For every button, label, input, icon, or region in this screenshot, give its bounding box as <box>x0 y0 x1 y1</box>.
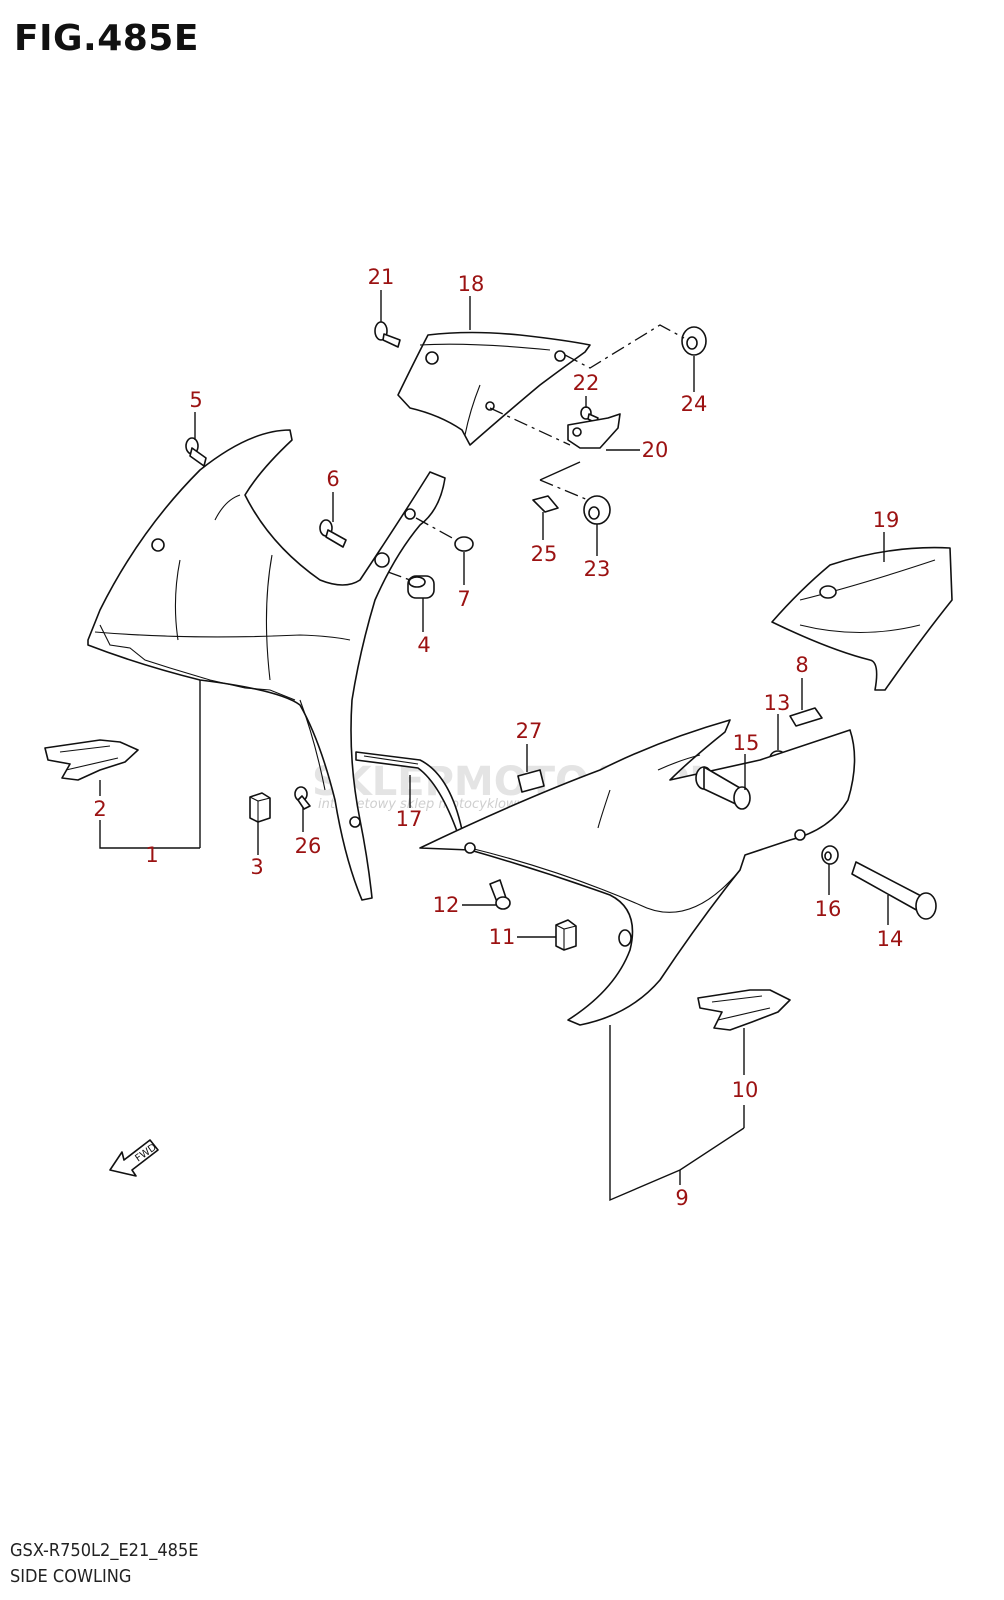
callout-15: 15 <box>733 731 760 755</box>
part-25-pad[interactable] <box>532 495 559 513</box>
part-21-screw[interactable] <box>374 321 401 348</box>
part-16-washer[interactable] <box>821 845 839 865</box>
figure-title: FIG.485E <box>14 18 199 59</box>
callout-20: 20 <box>642 438 669 462</box>
part-20-bracket[interactable] <box>567 413 621 449</box>
callout-5: 5 <box>189 388 202 412</box>
part-19-side-cover[interactable] <box>771 546 953 691</box>
part-2-emblem-left[interactable] <box>44 739 139 781</box>
part-4-grommet[interactable] <box>407 575 435 599</box>
part-23-grommet[interactable] <box>583 495 611 525</box>
section-name: SIDE COWLING <box>10 1566 132 1587</box>
part-12-screw[interactable] <box>489 879 511 910</box>
callout-19: 19 <box>873 508 900 532</box>
model-code: GSX-R750L2_E21_485E <box>10 1540 199 1561</box>
part-14-bolt[interactable] <box>851 861 937 920</box>
callout-labels: 1 2 3 4 5 6 7 8 9 10 11 12 13 14 15 16 1… <box>93 265 903 1210</box>
part-1-side-cowling-upper[interactable] <box>87 429 446 901</box>
callout-25: 25 <box>531 542 558 566</box>
callout-4: 4 <box>417 633 430 657</box>
callout-9: 9 <box>675 1186 688 1210</box>
callout-16: 16 <box>815 897 842 921</box>
callout-22: 22 <box>573 371 600 395</box>
part-3-clip[interactable] <box>249 792 271 823</box>
part-26-screw[interactable] <box>294 786 311 810</box>
callout-7: 7 <box>457 587 470 611</box>
part-18-inner-panel[interactable] <box>397 331 591 446</box>
part-24-grommet[interactable] <box>681 326 707 356</box>
callout-1: 1 <box>145 843 158 867</box>
callout-6: 6 <box>326 467 339 491</box>
callout-8: 8 <box>795 653 808 677</box>
callout-2: 2 <box>93 797 106 821</box>
callout-18: 18 <box>458 272 485 296</box>
callout-11: 11 <box>489 925 516 949</box>
callout-14: 14 <box>877 927 904 951</box>
callout-17: 17 <box>396 807 423 831</box>
part-5-screw[interactable] <box>185 437 207 467</box>
fwd-arrow-icon: FWD <box>109 1139 159 1177</box>
part-27-pad[interactable] <box>517 769 545 793</box>
callout-21: 21 <box>368 265 395 289</box>
callout-27: 27 <box>516 719 543 743</box>
leader-lines <box>99 290 889 1202</box>
callout-3: 3 <box>250 855 263 879</box>
callout-12: 12 <box>433 893 460 917</box>
callout-13: 13 <box>764 691 791 715</box>
callout-24: 24 <box>681 392 708 416</box>
part-6-screw[interactable] <box>319 519 347 548</box>
watermark-tagline: internetowy sklep motocyklowy <box>318 797 525 812</box>
callout-10: 10 <box>732 1078 759 1102</box>
part-10-emblem-right[interactable] <box>697 989 791 1031</box>
part-7-nut[interactable] <box>454 536 474 552</box>
callout-26: 26 <box>295 834 322 858</box>
part-15-collar[interactable] <box>695 766 751 810</box>
part-8-pad[interactable] <box>789 707 823 727</box>
part-11-clip[interactable] <box>555 919 577 951</box>
callout-23: 23 <box>584 557 611 581</box>
